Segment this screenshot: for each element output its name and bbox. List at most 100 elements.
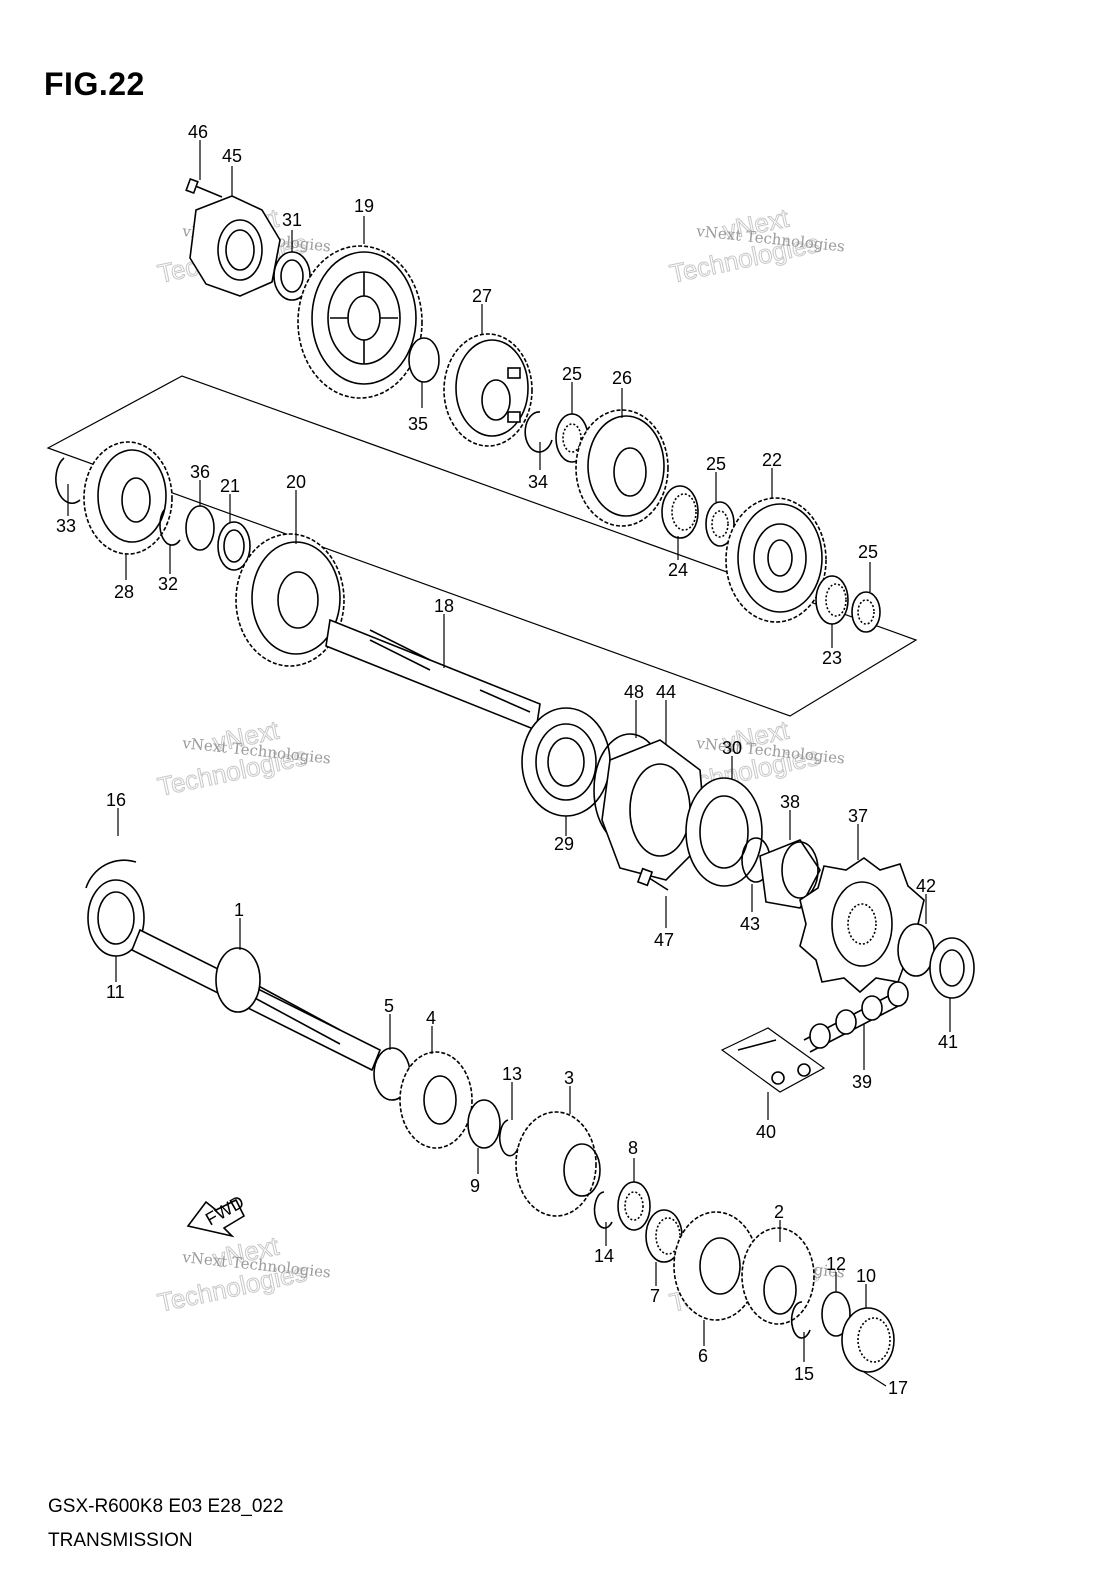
callout-44: 44 [656, 682, 676, 702]
washer-part-35 [408, 337, 440, 383]
circlip-part-15 [790, 1301, 811, 1339]
callout-13: 13 [502, 1064, 522, 1084]
gear-part-26 [575, 409, 669, 527]
model-code: GSX-R600K8 E03 E28_022 [48, 1496, 284, 1517]
gear-part-28 [83, 441, 173, 555]
gear-part-27 [443, 333, 533, 447]
callout-25: 25 [706, 454, 726, 474]
callout-2: 2 [774, 1202, 784, 1222]
callout-37: 37 [848, 806, 868, 826]
callout-18: 18 [434, 596, 454, 616]
needle-bearing-part-23 [815, 575, 849, 625]
splined-washer-part-25 [705, 501, 735, 547]
callout-25: 25 [562, 364, 582, 384]
callout-31: 31 [282, 210, 302, 230]
callout-33: 33 [56, 516, 76, 536]
bushing-part-21 [217, 521, 251, 571]
sprocket-part-37 [799, 857, 925, 994]
circlip-part-34 [524, 411, 553, 453]
callout-12: 12 [826, 1254, 846, 1274]
callout-14: 14 [594, 1246, 614, 1266]
bearing-part-31 [273, 251, 311, 301]
callout-16: 16 [106, 790, 126, 810]
main-shaft-part-1 [130, 928, 382, 1072]
callout-22: 22 [762, 450, 782, 470]
callout-34: 34 [528, 472, 548, 492]
needle-bearing-part-10 [841, 1307, 895, 1373]
callout-21: 21 [220, 476, 240, 496]
callout-25: 25 [858, 542, 878, 562]
callout-38: 38 [780, 792, 800, 812]
callout-48: 48 [624, 682, 644, 702]
callout-1: 1 [234, 900, 244, 920]
drive-chain-part-39 [803, 981, 909, 1053]
callout-45: 45 [222, 146, 242, 166]
callout-40: 40 [756, 1122, 776, 1142]
washer-part-9 [467, 1099, 501, 1149]
callout-47: 47 [654, 930, 674, 950]
leader-lines [67, 140, 951, 1387]
washer-part-42 [897, 923, 935, 977]
washer-part-36 [185, 505, 215, 551]
callout-11: 11 [106, 982, 125, 1002]
callout-19: 19 [354, 196, 374, 216]
gear-part-19 [297, 245, 423, 399]
splined-washer-part-8 [617, 1181, 651, 1231]
screw-part-47 [636, 867, 669, 891]
figure-title: FIG.22 [44, 66, 145, 102]
callout-6: 6 [698, 1346, 708, 1366]
callout-23: 23 [822, 648, 842, 668]
callout-30: 30 [722, 738, 742, 758]
fwd-arrow-icon: FWD [186, 1192, 247, 1238]
callout-5: 5 [384, 996, 394, 1016]
callout-10: 10 [856, 1266, 876, 1286]
gear-part-20 [235, 533, 345, 667]
watermark: Technologies vNext vNext Technologies [667, 202, 846, 289]
callout-7: 7 [650, 1286, 660, 1306]
callout-3: 3 [564, 1068, 574, 1088]
needle-bearing-part-24 [661, 485, 699, 539]
callout-labels: 46 45 31 19 27 35 25 34 26 33 28 36 32 2… [56, 122, 958, 1398]
watermark: Technologies vNext vNext Technologies [155, 1230, 332, 1318]
callout-24: 24 [668, 560, 688, 580]
section-name: TRANSMISSION [48, 1530, 193, 1551]
callout-8: 8 [628, 1138, 638, 1158]
callout-35: 35 [408, 414, 428, 434]
callout-17: 17 [888, 1378, 908, 1398]
callout-9: 9 [470, 1176, 480, 1196]
splined-washer-part-25 [851, 591, 881, 633]
circlip-part-16 [85, 859, 137, 889]
bearing-retainer-part-45 [189, 195, 281, 297]
countershaft-part-18 [325, 618, 541, 732]
circlip-part-14 [593, 1191, 613, 1229]
screw-part-46 [185, 177, 223, 198]
circlip-part-32 [159, 509, 181, 546]
callout-46: 46 [188, 122, 208, 142]
callout-39: 39 [852, 1072, 872, 1092]
gear-part-3 [515, 1111, 601, 1217]
callout-42: 42 [916, 876, 936, 896]
bearing-part-29 [521, 707, 611, 817]
gear-part-4 [399, 1051, 473, 1149]
callout-36: 36 [190, 462, 210, 482]
circlip-part-33 [55, 457, 81, 504]
gear-part-22 [725, 497, 827, 623]
callout-32: 32 [158, 574, 178, 594]
nut-part-41 [929, 937, 975, 999]
watermark: Technologies vNext vNext Technologies [155, 714, 332, 802]
gear-part-2 [741, 1227, 815, 1325]
callout-43: 43 [740, 914, 760, 934]
callout-29: 29 [554, 834, 574, 854]
callout-26: 26 [612, 368, 632, 388]
spacer-part-38 [759, 839, 821, 909]
callout-27: 27 [472, 286, 492, 306]
oil-seal-part-30 [685, 777, 763, 887]
master-link-part-40 [720, 1027, 826, 1093]
callout-20: 20 [286, 472, 306, 492]
callout-41: 41 [938, 1032, 958, 1052]
callout-4: 4 [426, 1008, 436, 1028]
circlip-part-13 [498, 1119, 519, 1157]
callout-28: 28 [114, 582, 134, 602]
subassembly-outline [46, 375, 918, 717]
